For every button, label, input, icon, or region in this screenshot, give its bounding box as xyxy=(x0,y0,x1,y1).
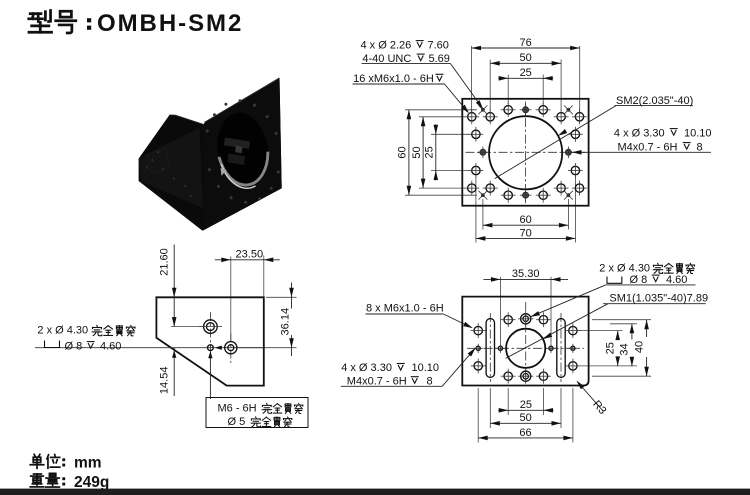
svg-text:mm: mm xyxy=(74,455,102,472)
svg-text:25: 25 xyxy=(604,342,616,354)
svg-text:M6 - 6H: M6 - 6H xyxy=(218,403,257,415)
svg-text:2 x Ø 4.30: 2 x Ø 4.30 xyxy=(599,263,650,275)
svg-text:4 x Ø 3.30: 4 x Ø 3.30 xyxy=(341,362,392,374)
svg-text:35.30: 35.30 xyxy=(512,268,540,280)
svg-text:8 x M6x1.0 - 6H: 8 x M6x1.0 - 6H xyxy=(366,303,444,315)
svg-text:Ø 5: Ø 5 xyxy=(228,416,246,428)
svg-text:50: 50 xyxy=(411,146,423,158)
svg-text:36.14: 36.14 xyxy=(279,308,291,336)
svg-text:14.54: 14.54 xyxy=(158,367,170,395)
svg-text:4.60: 4.60 xyxy=(666,274,687,286)
svg-text:23.50: 23.50 xyxy=(236,249,264,261)
svg-text:76: 76 xyxy=(519,37,531,49)
svg-text:M4x0.7 - 6H: M4x0.7 - 6H xyxy=(618,141,678,153)
svg-text:10.10: 10.10 xyxy=(684,127,712,139)
svg-text:25: 25 xyxy=(520,399,532,411)
svg-text:34: 34 xyxy=(619,343,631,355)
svg-text:249g: 249g xyxy=(74,474,109,491)
svg-text:SM2(2.035"-40): SM2(2.035"-40) xyxy=(616,95,693,107)
svg-text:M4x0.7 - 6H: M4x0.7 - 6H xyxy=(347,375,407,387)
svg-text:60: 60 xyxy=(397,146,409,158)
svg-text:21.60: 21.60 xyxy=(159,248,171,276)
svg-text:4 x Ø 3.30: 4 x Ø 3.30 xyxy=(614,127,665,139)
svg-text:5.69: 5.69 xyxy=(429,53,450,65)
svg-text:OMBH-SM2: OMBH-SM2 xyxy=(97,10,243,37)
svg-text:50: 50 xyxy=(520,412,532,424)
svg-text:16 xM6x1.0 - 6H: 16 xM6x1.0 - 6H xyxy=(353,73,434,85)
svg-text:4 x Ø 2.26: 4 x Ø 2.26 xyxy=(361,39,412,51)
svg-text:40: 40 xyxy=(633,341,645,353)
svg-text:60: 60 xyxy=(520,214,532,226)
svg-text:50: 50 xyxy=(520,52,532,64)
svg-text:10.10: 10.10 xyxy=(412,362,440,374)
svg-text:25: 25 xyxy=(424,146,436,158)
svg-text:4-40 UNC: 4-40 UNC xyxy=(362,53,411,65)
svg-text:8: 8 xyxy=(427,375,433,387)
svg-text:Ø 8: Ø 8 xyxy=(630,274,648,286)
svg-text:70: 70 xyxy=(520,227,532,239)
svg-text:25: 25 xyxy=(520,67,532,79)
svg-text:8: 8 xyxy=(697,141,703,153)
svg-text:SM1(1.035"-40)7.89: SM1(1.035"-40)7.89 xyxy=(609,293,708,305)
svg-text:Ø 8: Ø 8 xyxy=(65,340,83,352)
svg-text:66: 66 xyxy=(519,427,531,439)
svg-text:7.60: 7.60 xyxy=(428,39,449,51)
svg-text:4.60: 4.60 xyxy=(100,340,121,352)
svg-text:2 x Ø 4.30: 2 x Ø 4.30 xyxy=(37,325,88,337)
